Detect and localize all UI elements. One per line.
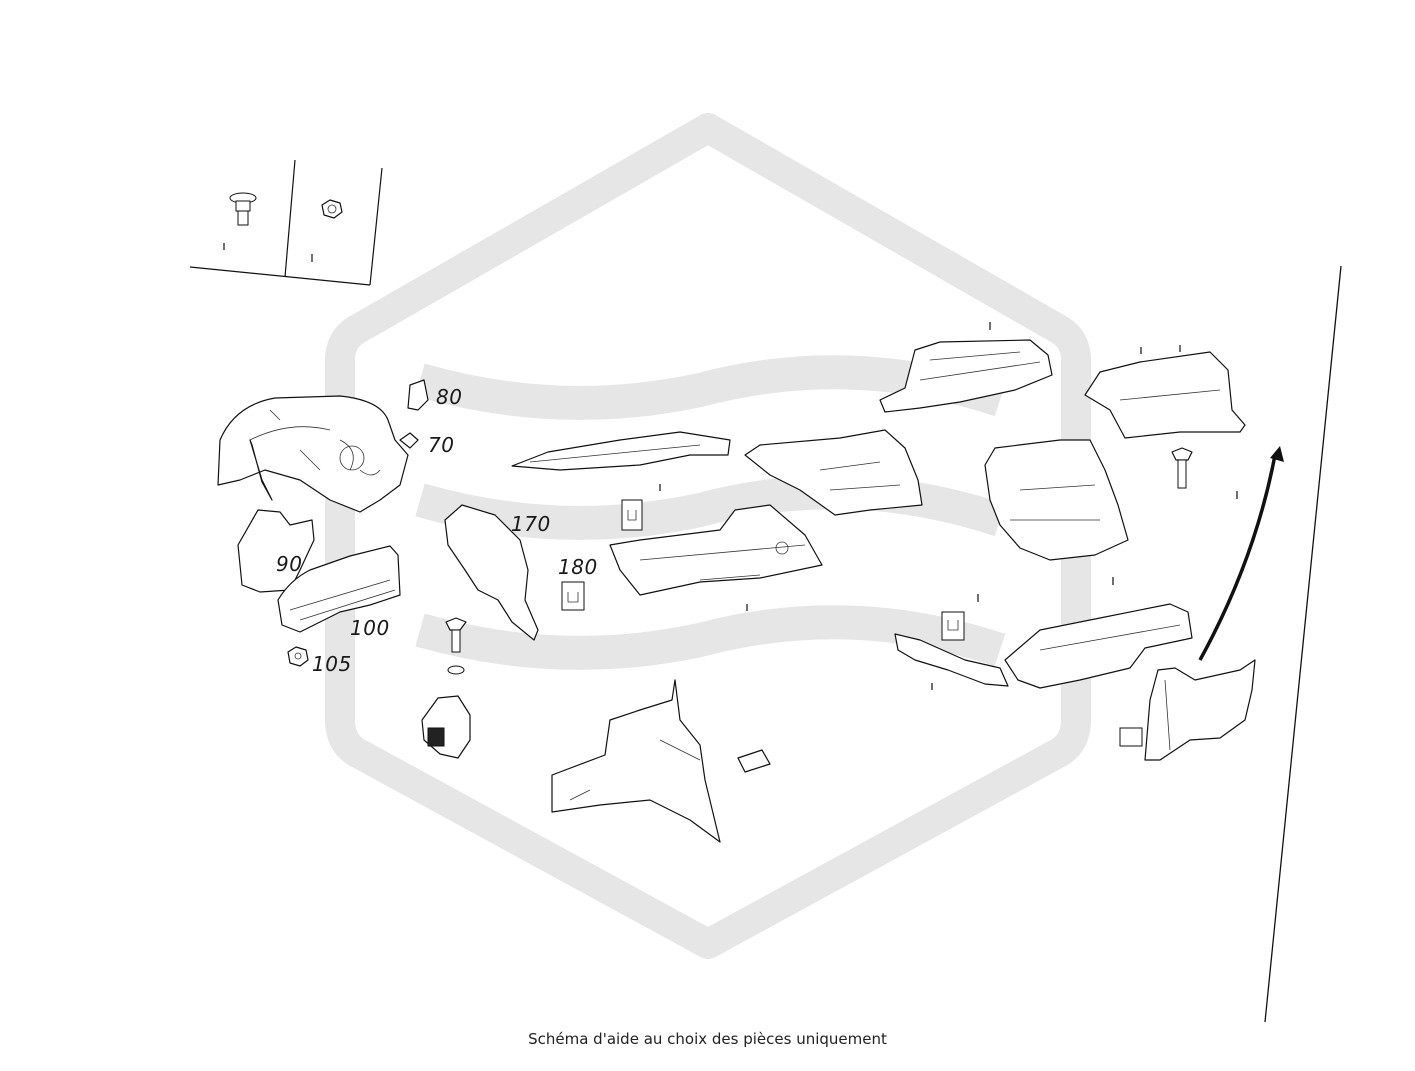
underbody-shield-part[interactable]	[744, 429, 923, 516]
hex-nut-part[interactable]	[311, 199, 343, 262]
exhaust-shield-upper-part[interactable]	[879, 339, 1053, 413]
clip-part-70[interactable]	[399, 432, 419, 449]
diagram-caption: Schéma d'aide au choix des pièces unique…	[528, 1030, 887, 1048]
rear-bracket-shield-part[interactable]	[1144, 659, 1256, 761]
clip-part-180[interactable]	[561, 581, 585, 611]
engine-mount-part[interactable]	[421, 695, 471, 759]
callout-90[interactable]: 90	[276, 552, 303, 576]
side-sill-shield-part[interactable]	[894, 633, 1009, 687]
rear-screw-part[interactable]	[1171, 447, 1193, 489]
clip-part-center[interactable]	[621, 499, 643, 531]
fastener-inset-box	[189, 159, 383, 286]
reference-ticks	[659, 322, 1238, 690]
vehicle-edge-line	[1264, 265, 1342, 1023]
lower-heat-shield-part[interactable]	[551, 679, 721, 843]
heat-shield-tunnel-part[interactable]	[511, 431, 731, 471]
floor-heat-shield-part[interactable]	[609, 504, 823, 596]
callout-100[interactable]: 100	[350, 616, 390, 640]
callout-80[interactable]: 80	[436, 385, 463, 409]
bracket-part-100[interactable]	[277, 545, 401, 633]
bolt-insert-part[interactable]	[223, 192, 257, 250]
callout-170[interactable]: 170	[511, 512, 551, 536]
rear-shield-upper-part[interactable]	[1084, 351, 1246, 439]
muffler-shield-part[interactable]	[1004, 603, 1193, 689]
wheel-arch-liner-part[interactable]	[217, 395, 409, 513]
screw-part[interactable]	[445, 617, 467, 675]
clip-part-80[interactable]	[407, 379, 429, 411]
callout-180[interactable]: 180	[558, 555, 598, 579]
panel-part-170[interactable]	[444, 504, 539, 641]
rear-small-clip-part[interactable]	[1119, 727, 1143, 747]
assembly-arrow	[1198, 446, 1284, 661]
seal-part-90[interactable]	[237, 509, 315, 593]
small-clip-part[interactable]	[737, 749, 771, 773]
rear-clip-part[interactable]	[941, 611, 965, 641]
callout-105[interactable]: 105	[312, 652, 352, 676]
side-heat-shield-part[interactable]	[984, 439, 1129, 561]
nut-part-105[interactable]	[287, 646, 309, 667]
callout-70[interactable]: 70	[428, 433, 455, 457]
